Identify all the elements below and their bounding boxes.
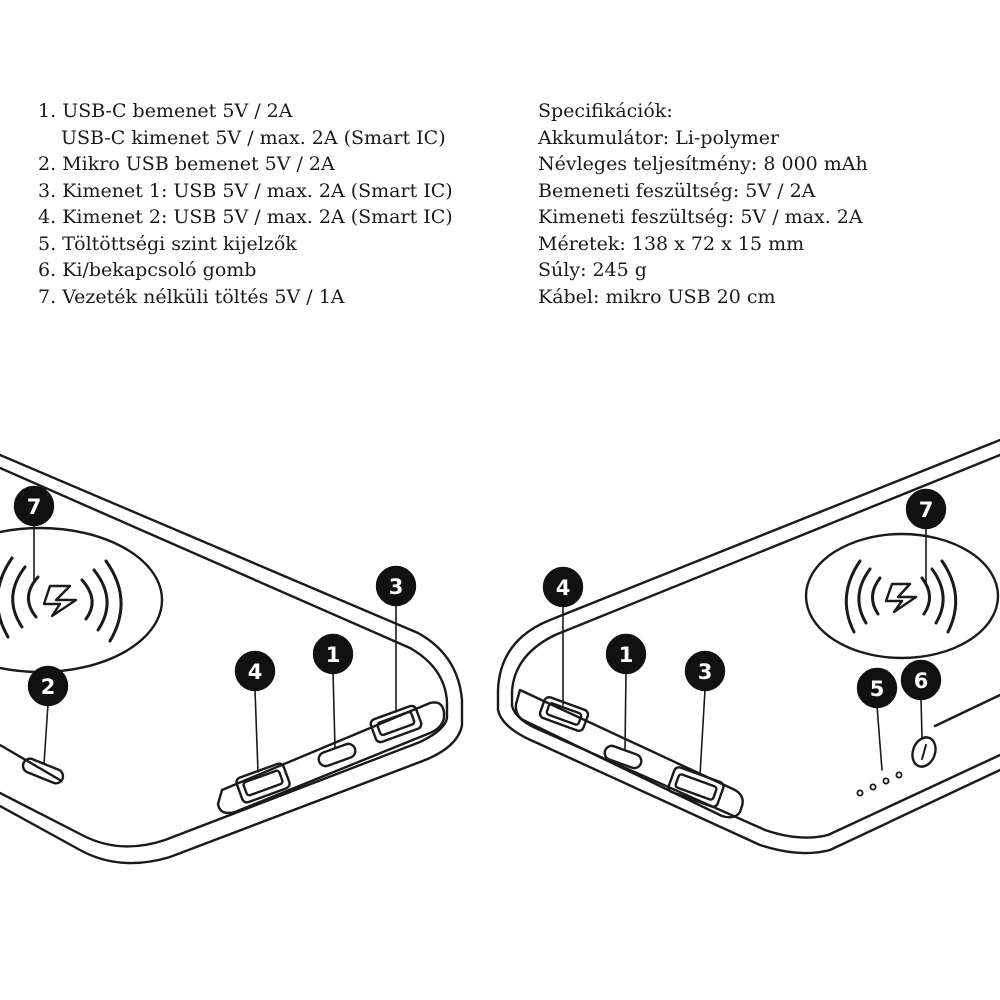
right-leader-6 (920, 697, 923, 739)
svg-text:5: 5 (870, 677, 885, 701)
left-badge-1: 1 (312, 633, 354, 675)
left-leader-4 (254, 689, 259, 773)
feature-item-2: 2. Mikro USB bemenet 5V / 2A (38, 153, 335, 175)
svg-text:4: 4 (556, 576, 571, 600)
right-leader-5 (876, 705, 883, 771)
svg-text:3: 3 (698, 660, 713, 684)
left-badge-7: 7 (13, 485, 55, 527)
spec-battery: Akkumulátor: Li-polymer (538, 126, 780, 149)
left-leader-1 (332, 671, 336, 749)
spec-list: Specifikációk: Akkumulátor: Li-polymer N… (538, 98, 978, 310)
feature-item-4: 4. Kimenet 2: USB 5V / max. 2A (Smart IC… (38, 206, 453, 228)
left-wireless-pad (0, 526, 164, 674)
left-badge-3: 3 (375, 565, 417, 607)
right-badge-7: 7 (905, 488, 947, 530)
svg-text:4: 4 (248, 660, 263, 684)
svg-text:7: 7 (27, 495, 42, 519)
svg-text:2: 2 (41, 675, 56, 699)
right-usb-a-port-4-inner (545, 702, 583, 726)
spec-output: Kimeneti feszültség: 5V / max. 2A (538, 206, 863, 228)
spec-weight: Súly: 245 g (538, 259, 647, 281)
svg-text:3: 3 (389, 575, 404, 599)
right-leader-1 (624, 671, 627, 751)
left-leader-2 (43, 703, 49, 765)
right-badge-4: 4 (542, 566, 584, 608)
left-powerbank-view: 7 2 4 1 3 (0, 453, 464, 865)
svg-text:6: 6 (914, 669, 929, 693)
right-usb-a-port-4 (538, 696, 590, 732)
feature-item-1b: USB-C kimenet 5V / max. 2A (Smart IC) (61, 126, 446, 149)
right-led-indicators (856, 771, 903, 797)
right-wireless-pad (804, 532, 1000, 660)
left-usb-a-port-3 (369, 704, 423, 744)
right-port-recess (514, 688, 744, 819)
led-1 (856, 789, 864, 797)
right-wireless-charging-icon (844, 559, 958, 634)
led-2 (869, 783, 877, 791)
right-leader-3 (699, 689, 706, 776)
spec-dimensions: Méretek: 138 x 72 x 15 mm (538, 232, 805, 255)
right-body-outline (496, 438, 1000, 855)
left-port-recess (216, 701, 446, 815)
led-4 (895, 771, 903, 779)
left-badge-4: 4 (234, 650, 276, 692)
feature-list: 1. USB-C bemenet 5V / 2A USB-C kimenet 5… (38, 98, 498, 310)
left-micro-usb-port (21, 757, 65, 785)
feature-item-1: 1. USB-C bemenet 5V / 2A (38, 100, 293, 122)
right-badge-6: 6 (900, 659, 942, 701)
led-3 (882, 777, 890, 785)
left-wireless-charging-icon (0, 556, 123, 643)
spec-cable: Kábel: mikro USB 20 cm (538, 285, 776, 308)
left-badge-2: 2 (27, 665, 69, 707)
right-side-band (933, 693, 1000, 728)
right-power-button (911, 736, 937, 768)
feature-item-7: 7. Vezeték nélküli töltés 5V / 1A (38, 285, 345, 308)
right-badge-1: 1 (605, 633, 647, 675)
spec-input: Bemeneti feszültség: 5V / 2A (538, 179, 816, 202)
left-body-outline (0, 453, 464, 865)
right-badge-3: 3 (684, 650, 726, 692)
left-usb-a-port-4-inner (242, 769, 284, 797)
left-body-inner-edge (0, 466, 449, 848)
svg-text:1: 1 (326, 643, 341, 667)
feature-item-3: 3. Kimenet 1: USB 5V / max. 2A (Smart IC… (38, 179, 453, 202)
svg-text:1: 1 (619, 643, 634, 667)
spec-title: Specifikációk: (538, 100, 673, 122)
right-powerbank-view: 7 4 1 3 5 6 (496, 438, 1000, 855)
right-usb-a-port-3-inner (674, 773, 718, 801)
left-side-band (0, 743, 62, 782)
right-badge-5: 5 (856, 667, 898, 709)
feature-item-6: 6. Ki/bekapcsoló gomb (38, 259, 257, 281)
svg-text:7: 7 (919, 498, 934, 522)
feature-item-5: 5. Töltöttségi szint kijelzők (38, 232, 297, 255)
spec-capacity: Névleges teljesítmény: 8 000 mAh (538, 153, 868, 175)
